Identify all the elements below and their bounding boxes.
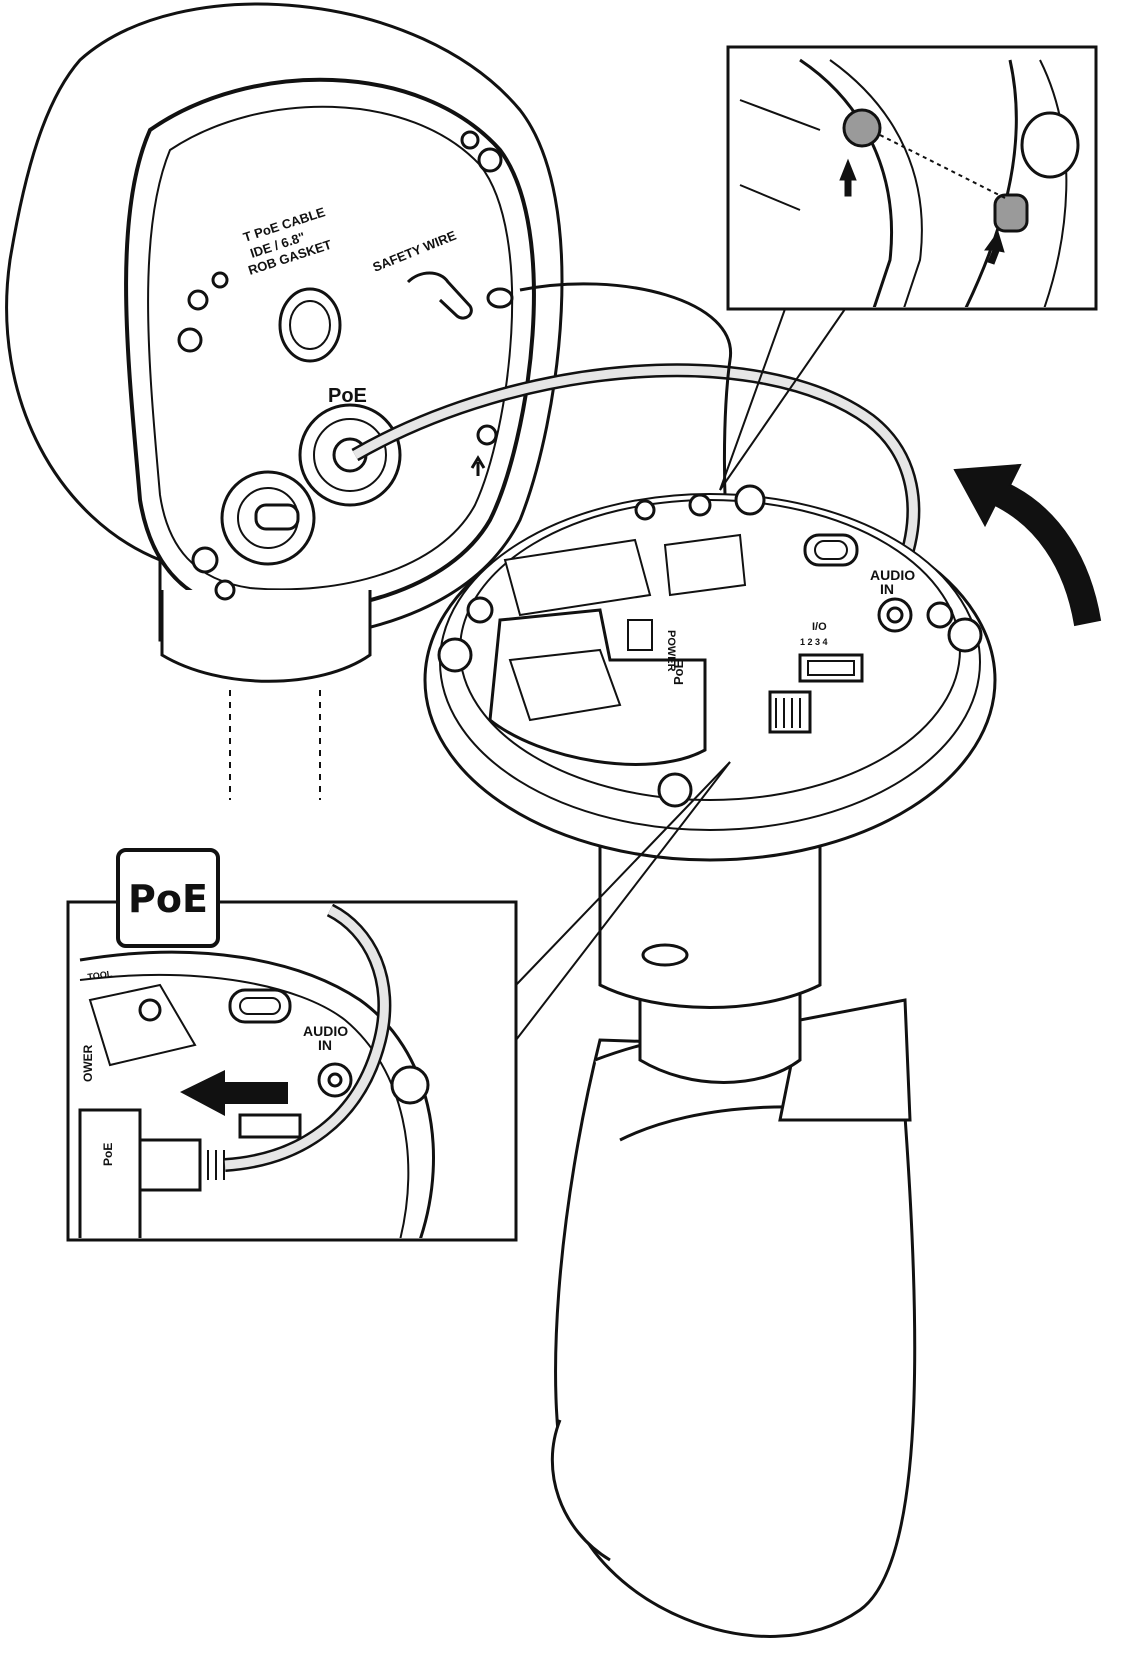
audio-in-label-1: AUDIO bbox=[870, 567, 915, 583]
mount-back-box bbox=[5, 2, 564, 800]
poe-badge bbox=[116, 848, 220, 948]
inset-audio-in-label-1: AUDIO bbox=[303, 1023, 348, 1039]
left-arrow-icon bbox=[180, 1070, 288, 1116]
camera-poe-label: PoE bbox=[671, 659, 686, 685]
io-label: I/O bbox=[812, 621, 827, 633]
poe-badge-label: PoE bbox=[128, 877, 208, 921]
mount-poe-label: PoE bbox=[328, 385, 367, 407]
curved-arrow-icon bbox=[953, 463, 1102, 627]
power-label: POWER bbox=[665, 630, 677, 672]
alignment-detail-inset bbox=[719, 45, 1098, 491]
io-pins-label: 1 2 3 4 bbox=[800, 637, 828, 647]
poe-connect-detail-inset: PoE bbox=[66, 761, 731, 1242]
audio-in-label-2: IN bbox=[880, 581, 894, 597]
camera-body bbox=[423, 484, 997, 1638]
inset-tool-label: TOOL bbox=[87, 969, 113, 982]
inset-audio-in-label-2: IN bbox=[318, 1037, 332, 1053]
inset-power-label: OWER bbox=[81, 1044, 95, 1082]
inset-poe-label: PoE bbox=[101, 1143, 115, 1166]
